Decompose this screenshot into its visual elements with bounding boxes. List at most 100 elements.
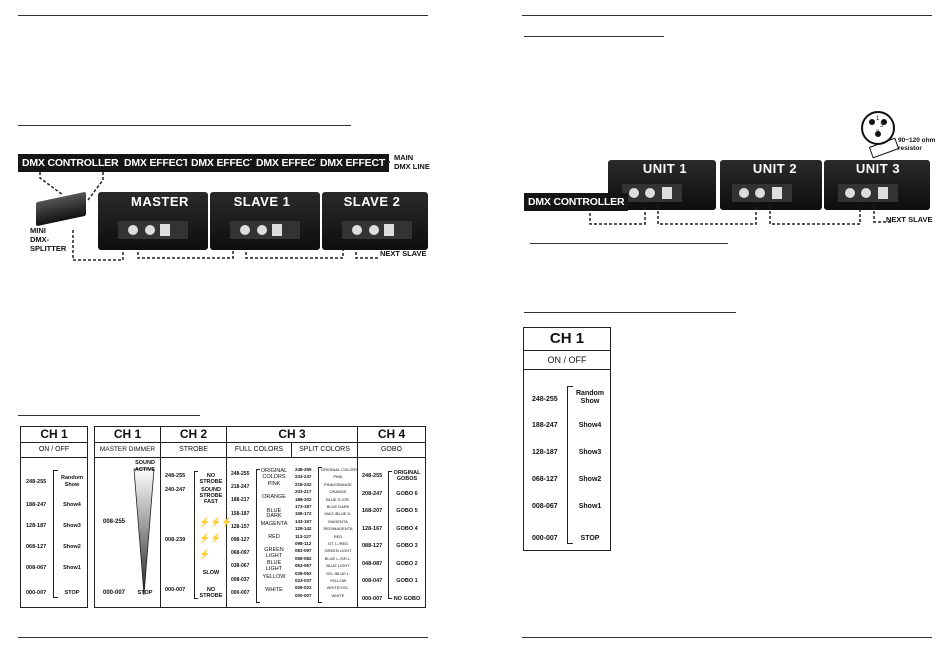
split-color-label: BLUE LIGHT [326,563,350,569]
ch1-small-label: Show2 [63,544,81,550]
strobe-range: 240-247 [165,487,186,493]
ch1-small-label: STOP [64,590,80,596]
full-color-range: 098-127 [231,537,250,543]
left-dmx-effect-2: DMX EFFECT [187,154,261,172]
split-color-range: 000-007 [295,592,312,598]
ch1-right-label: STOP [580,535,600,542]
right-cable-lines [589,206,892,225]
split-color-label: PINK/ORANGE [324,481,352,487]
split-color-range: 248-255 [295,467,312,472]
bottom-rule-left [18,637,428,638]
split-color-label: BLUE D./OR. [326,496,350,502]
unit-3-label: UNIT 3 [855,161,901,176]
section-rule-right-1 [524,36,664,37]
strobe-label: NO STROBE [199,587,223,599]
ch1-small-range: 128-187 [26,523,47,529]
dimmer-top-range: 008-255 [103,519,126,525]
full-color-label: ORANGE [262,494,286,501]
ch1-right-sub: ON / OFF [524,351,610,370]
gobo-range: 248-255 [362,473,383,479]
splitter-label: MINI DMX- SPLITTER [30,226,67,253]
split-color-label: RED [333,533,343,539]
strobe-range: 008-239 [165,537,186,543]
ch1-right-range: 068-127 [532,476,558,483]
lightning-icon: ⚡ [199,549,211,559]
dimmer-wedge [133,468,155,596]
split-color-label: GREEN LIGHT [324,548,352,554]
left-dmx-controller-label: DMX CONTROLLER [18,154,123,172]
full-color-range: 248-255 [231,471,250,477]
split-color-range: 128-142 [295,526,312,532]
ch1-right-label: Show1 [578,503,602,510]
top-rule-left [18,15,428,16]
strobe-range: 000-007 [165,587,186,593]
gobo-label: GOBO 6 [396,490,418,497]
ch1-right-range: 248-255 [532,396,558,403]
gobo-label: GOBO 4 [396,525,418,532]
dimmer-top-label: SOUND ACTIVE [134,460,156,473]
full-color-range: 218-247 [231,484,250,491]
ch-header-1: CH 1 [95,427,161,443]
full-color-range: 188-217 [231,497,250,504]
split-color-range: 083-097 [295,548,312,554]
split-colors-bracket [318,467,322,603]
dimmer-bottom-label: STOP [137,590,153,596]
split-color-label: BLUE L./GR.L. [324,555,352,561]
gobo-label: NO GOBO [393,595,421,602]
pin-2: 2 [876,130,880,136]
split-color-range: 143-157 [295,518,312,524]
full-color-label: BLUE DARK [266,507,282,520]
gobo-range: 168-207 [362,508,383,514]
ch-header-2: CH 2 [161,427,227,443]
full-color-label: MAGENTA [260,520,288,527]
split-color-range: 218-232 [295,481,312,487]
split-color-label: GT. L./RED [327,541,349,546]
ch1-small-range: 248-255 [26,479,47,485]
ch1-right-label: Show3 [578,449,602,456]
col-divider-2 [226,458,227,607]
gobo-label: ORIGINAL GOBOS [393,470,421,482]
top-rule-right [522,15,932,16]
ch1-small-range: 188-247 [26,502,47,508]
col-divider-1 [160,458,161,607]
full-color-label: BLUE LIGHT [265,560,283,572]
gobo-range: 008-047 [362,578,383,584]
full-color-label: RED [268,534,280,540]
split-color-label: ORIGINAL COLORS [321,467,358,472]
sub-strobe: STROBE [161,443,227,458]
left-dmx-effect-3: DMX EFFECT [252,154,326,172]
sub-full-colors: FULL COLORS [227,443,292,458]
lightning-icon: ⚡⚡⚡ [199,517,233,527]
gobo-label: GOBO 2 [396,560,418,567]
split-color-label: RED/MAGENTA [323,526,353,532]
ch1-right-label: Show2 [578,476,602,483]
fixture-master-label: MASTER [131,194,189,209]
split-color-label: MAGENTA [328,518,348,524]
full-color-label: YELLOW [262,573,286,580]
ch1-small-range: 008-067 [26,565,47,571]
left-dmx-effect-1: DMX EFFECT [120,154,194,172]
ch-header-4: CH 4 [358,427,425,443]
unit-2-label: UNIT 2 [752,161,798,176]
channel-table: CH 1 CH 2 CH 3 CH 4 MASTER DIMMER STROBE… [94,426,426,608]
split-color-range: 173-187 [295,504,312,509]
right-next-slave: NEXT SLAVE [886,215,933,224]
ch1-right-range: 188-247 [532,422,558,429]
pin-3: 3 [880,123,884,129]
split-color-range: 113-127 [295,533,312,539]
ch1-small-range: 000-007 [26,590,47,596]
full-color-range: 038-067 [231,563,250,570]
strobe-label: NO STROBE [199,473,223,485]
ch1-small-range: 068-127 [26,544,47,550]
ch-header-3: CH 3 [227,427,358,443]
split-color-range: 203-217 [295,489,312,495]
full-color-range: 008-037 [231,576,250,583]
section-rule-right-2 [530,243,728,244]
gobo-range: 208-247 [362,490,383,497]
split-color-label: ORANGE [329,489,347,495]
ch1-small-bracket [53,470,58,598]
split-color-label: MAG./BLUE D. [324,511,352,517]
ch1-right-bracket [567,386,573,544]
